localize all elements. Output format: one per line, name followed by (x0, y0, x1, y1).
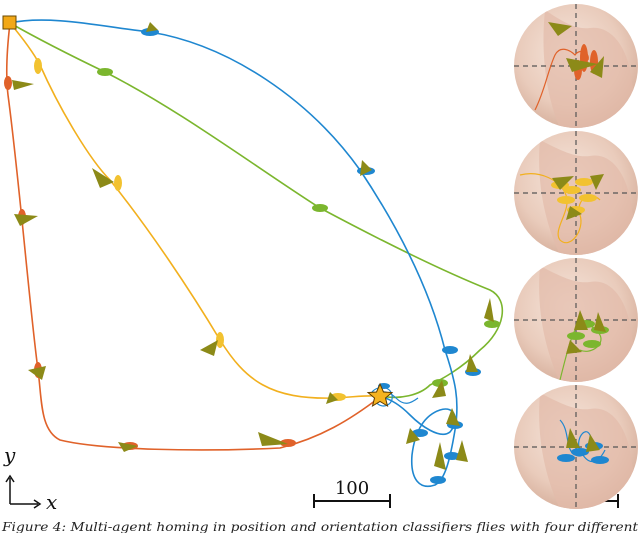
green-agent (432, 379, 448, 387)
heading-arrow (28, 366, 46, 380)
figure-caption: Figure 4: Multi-agent homing in position… (1, 520, 638, 533)
heading-arrow (466, 354, 478, 372)
heading-arrow (92, 168, 114, 188)
yellow-agents (34, 58, 346, 401)
heading-arrow (406, 428, 420, 444)
heading-arrow (484, 298, 494, 322)
heading-arrow (326, 392, 338, 404)
inset-blue (514, 385, 638, 509)
heading-arrow (200, 340, 218, 356)
green-agents (97, 68, 500, 387)
y-axis-arrowhead (5, 474, 15, 483)
heading-arrow (146, 22, 158, 32)
heading-arrow (12, 80, 34, 90)
blue-agent (412, 429, 428, 437)
red-agents (4, 76, 296, 450)
inset-red (514, 4, 638, 128)
inset-green (514, 258, 638, 382)
scale-bar-main-label: 100 (335, 478, 369, 499)
heading-arrow (432, 380, 446, 398)
heading-arrow (360, 160, 372, 176)
goal-star (366, 382, 394, 408)
yellow-agent (34, 58, 42, 74)
heading-arrow (258, 432, 288, 446)
yellow-agent (114, 175, 122, 191)
green-agent (312, 204, 328, 212)
heading-arrow (14, 214, 38, 226)
red-agent (4, 76, 12, 90)
x-axis-arrowhead (33, 499, 42, 509)
heading-arrow (456, 440, 468, 462)
heading-arrow (446, 408, 460, 426)
blue-trajectory (9, 19, 458, 487)
x-axis-label: x (46, 490, 57, 514)
start-marker (2, 15, 17, 30)
inset-yellow (514, 131, 638, 255)
blue-agent (444, 452, 460, 460)
heading-arrow (118, 442, 138, 452)
heading-arrow (434, 442, 446, 470)
green-trajectory (9, 22, 504, 399)
scale-bar-main: 100 (313, 478, 391, 508)
yellow-agent (216, 332, 224, 348)
blue-agent (430, 476, 446, 484)
heading-arrows (12, 22, 494, 470)
green-agent (97, 68, 113, 76)
red-trajectory (5, 22, 381, 451)
axes-indicator: y x (3, 443, 57, 514)
blue-agent (442, 346, 458, 354)
green-agent (484, 320, 500, 328)
y-axis-label: y (3, 443, 16, 467)
red-agent (280, 439, 296, 447)
